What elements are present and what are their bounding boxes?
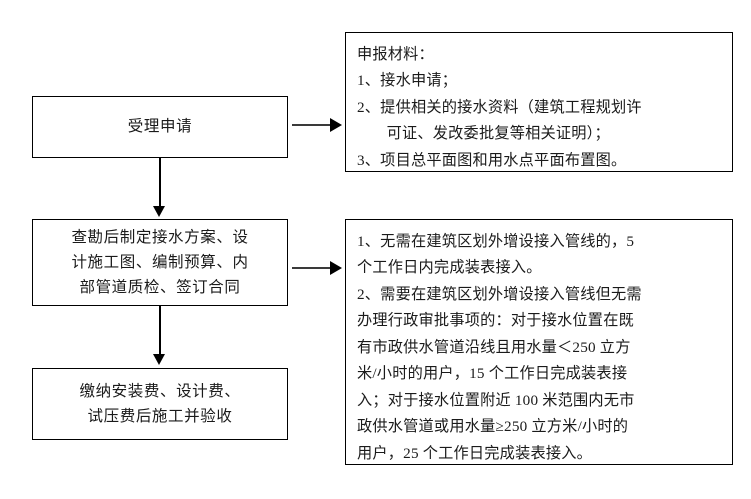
note-line: 2、需要在建筑区划外增设接入管线但无需: [357, 285, 642, 303]
process-box-plan-label: 查勘后制定接水方案、设 计施工图、编制预算、内 部管道质检、签订合同: [71, 228, 249, 297]
note-line: 个工作日内完成装表接入。: [357, 259, 542, 277]
arrow-head: [330, 118, 342, 132]
process-box-intake[interactable]: 受理申请: [32, 96, 288, 158]
arrow-head: [153, 206, 165, 217]
note-box-application-materials[interactable]: 申报材料： 1、接水申请； 2、提供相关的接水资料（建筑工程规划许 可证、发改委…: [345, 32, 733, 172]
process-box-intake-label: 受理申请: [127, 118, 193, 136]
process-box-payment-label: 缴纳安装费、设计费、 试压费后施工并验收: [79, 382, 241, 425]
arrow-shaft: [292, 267, 332, 269]
note-line: 米/小时的用户，15 个工作日完成装表接: [357, 365, 628, 383]
arrow-head: [153, 354, 165, 365]
note-line: 入；对于接水位置附近 100 米范围内无市: [357, 391, 635, 409]
arrow-shaft: [292, 124, 332, 126]
note-line: 可证、发改委批复等相关证明）；: [386, 125, 610, 143]
note-line: 1、无需在建筑区划外增设接入管线的，5: [357, 233, 635, 250]
note-line: 有市政供水管道沿线且用水量＜250 立方: [357, 338, 631, 356]
note-line: 2、提供相关的接水资料（建筑工程规划许: [357, 98, 642, 116]
note-line: 办理行政审批事项的：对于接水位置在既: [357, 312, 634, 330]
note-line: 3、项目总平面图和用水点平面布置图。: [357, 151, 627, 169]
note-line: 申报材料：: [357, 46, 434, 63]
arrow-shaft: [159, 306, 161, 356]
process-box-plan[interactable]: 查勘后制定接水方案、设 计施工图、编制预算、内 部管道质检、签订合同: [32, 219, 288, 306]
note-line: 1、接水申请；: [357, 72, 458, 90]
note-line: 政供水管道或用水量≥250 立方米/小时的: [357, 418, 629, 436]
arrow-head: [330, 261, 342, 275]
arrow-shaft: [159, 158, 161, 208]
process-box-payment[interactable]: 缴纳安装费、设计费、 试压费后施工并验收: [32, 368, 288, 440]
note-box-processing-timeline[interactable]: 1、无需在建筑区划外增设接入管线的，5 个工作日内完成装表接入。 2、需要在建筑…: [345, 219, 733, 465]
note-line: 用户，25 个工作日完成装表接入。: [357, 444, 593, 462]
